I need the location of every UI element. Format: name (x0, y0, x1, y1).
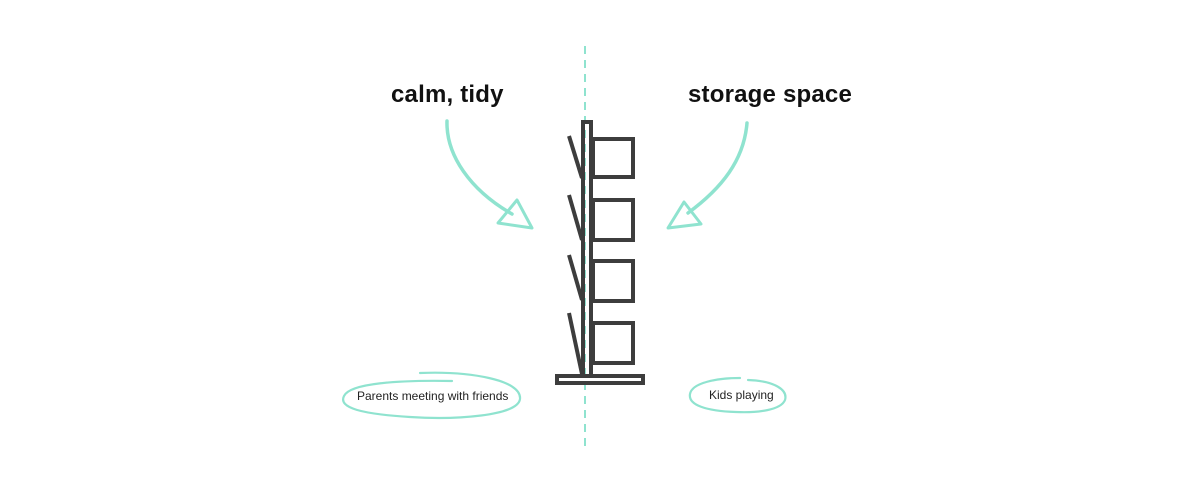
shelving-unit (555, 120, 645, 385)
heading-calm-tidy: calm, tidy (391, 81, 504, 108)
left-arrowhead (496, 198, 534, 230)
left-bubble-outline (342, 371, 522, 419)
left-arrow (445, 119, 514, 216)
bubble-label-kids: Kids playing (709, 388, 774, 402)
slanted-panel-4 (567, 312, 584, 375)
storage-box-4 (591, 321, 635, 365)
storage-box-2 (591, 198, 635, 242)
right-arrow (686, 121, 749, 215)
right-bubble-outline (688, 376, 787, 414)
slanted-panel-1 (567, 135, 584, 179)
storage-box-3 (591, 259, 635, 303)
slanted-panel-3 (567, 254, 584, 301)
right-arrowhead (666, 200, 703, 230)
storage-box-1 (591, 137, 635, 179)
base-plate (555, 374, 645, 385)
bubble-label-parents: Parents meeting with friends (357, 389, 509, 403)
heading-storage-space: storage space (688, 81, 853, 108)
central-post (581, 120, 593, 378)
slanted-panel-2 (567, 194, 584, 241)
